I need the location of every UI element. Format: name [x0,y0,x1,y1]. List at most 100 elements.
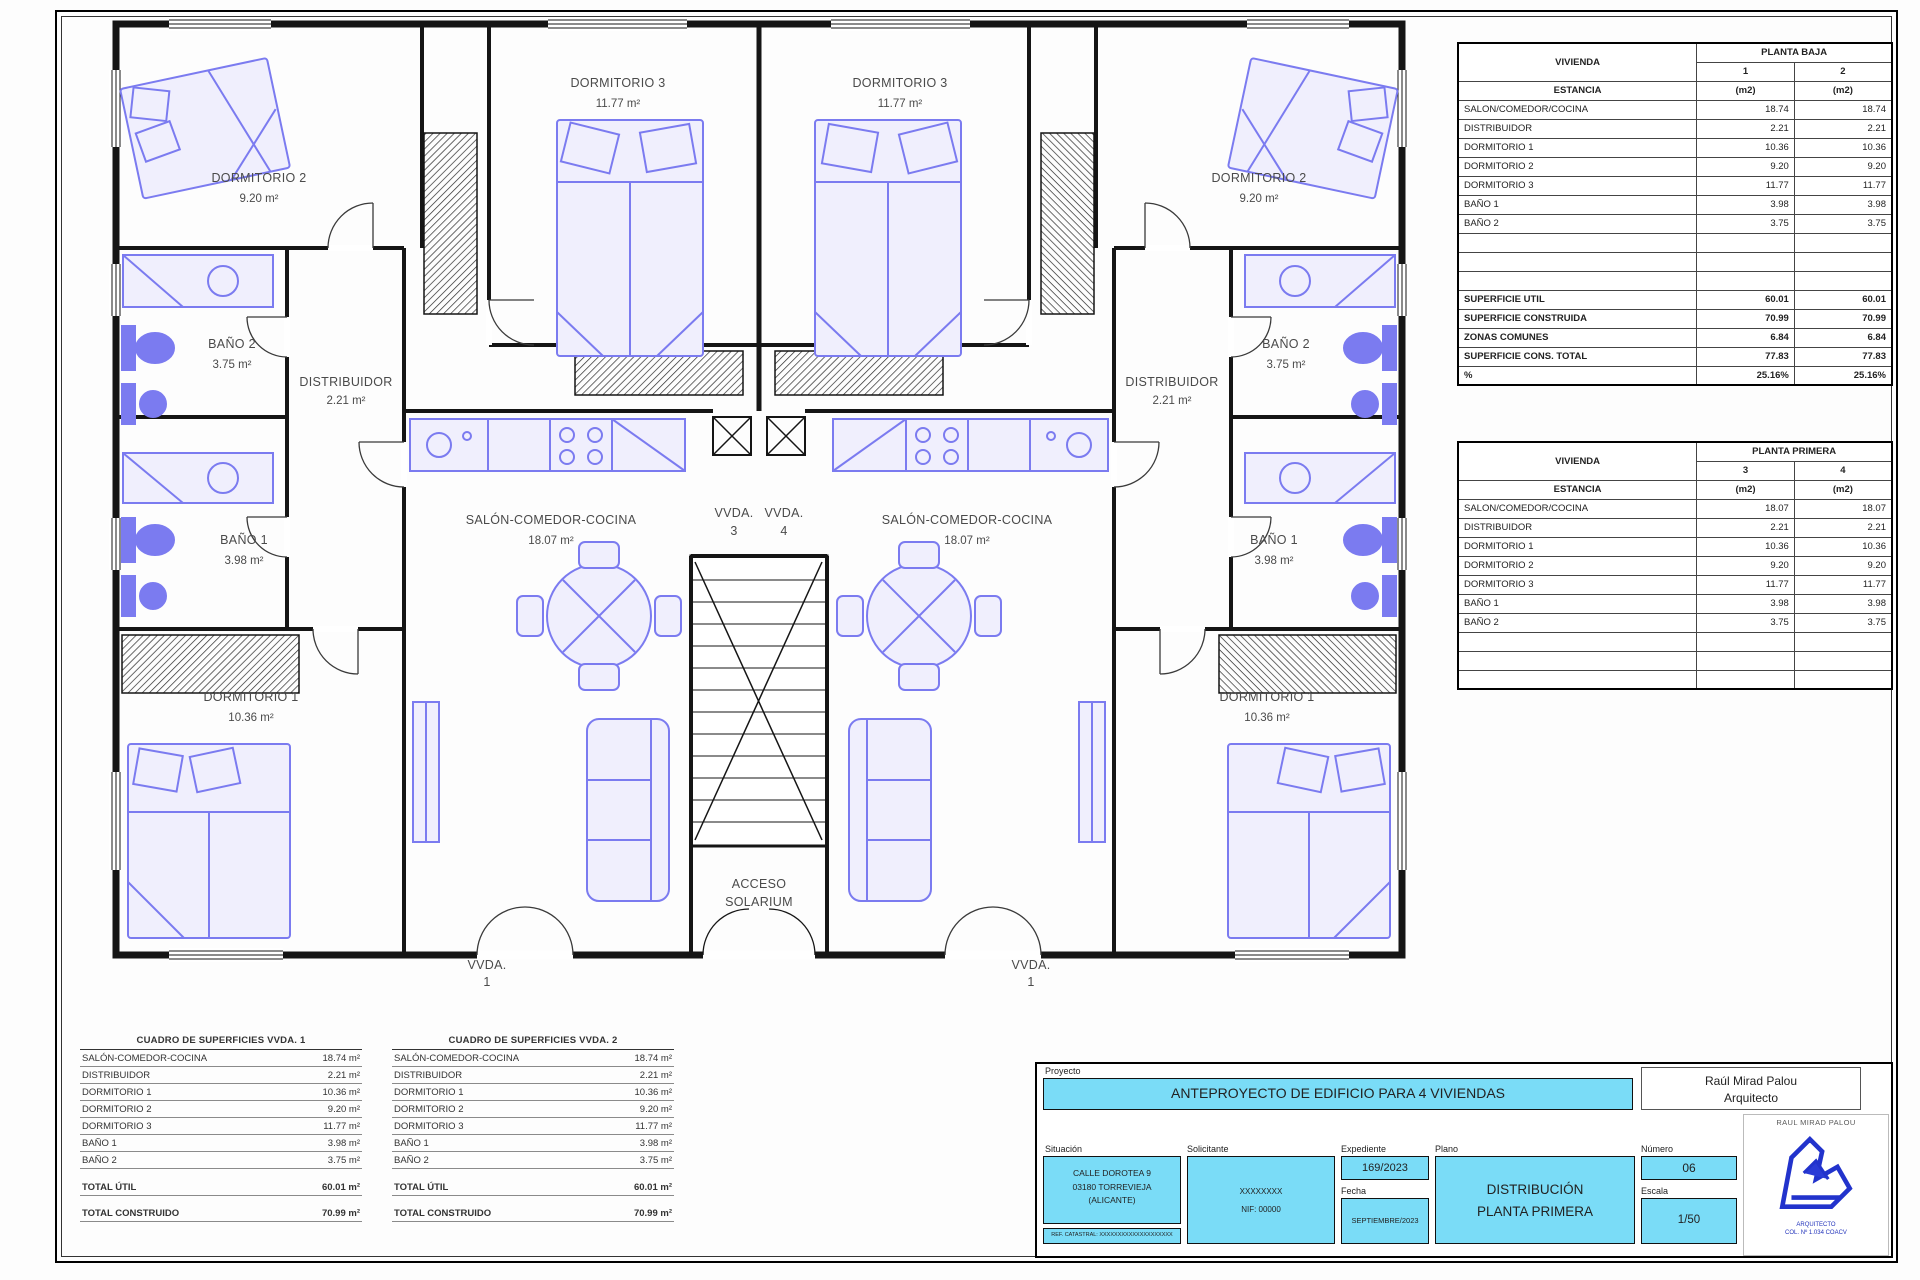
stamp-name: RAUL MIRAD PALOU [1776,1118,1856,1127]
room-cell: DORMITORIO 3 [1457,574,1698,595]
room-label: SALÓN-COMEDOR-COCINA [466,512,637,527]
area-cell: 10.36 [1696,137,1795,158]
room-cell [1457,232,1698,253]
room-label: DORMITORIO 1 [203,690,298,704]
total-value-cell: 25.16% [1696,365,1795,386]
situacion-line: 03180 TORREVIEJA [1072,1181,1152,1192]
room-area: 18.07 m² [944,535,990,547]
situacion-label: Situación [1045,1144,1083,1154]
plano-label: Plano [1435,1144,1459,1154]
area-cell: 11.77 [1793,175,1893,196]
room-area: 3.75 m² [1267,359,1306,371]
table-header-col2: 4 [1793,460,1893,481]
table-header-m2: (m2) [1793,479,1893,500]
table-row: DORMITORIO 2 9.20 9.20 [1457,156,1893,177]
area-cell: 3.98 [1696,593,1795,614]
surface-table-vvda2: CUADRO DE SUPERFICIES VVDA. 2 SALÓN-COME… [392,1033,674,1222]
surface-row: DORMITORIO 3 11.77 m² [80,1118,362,1135]
area-cell: 3.75 [1696,612,1795,633]
table-total-row: SUPERFICIE CONS. TOTAL 77.83 77.83 [1457,346,1893,367]
surface-row-value: 2.21 m² [639,1069,672,1081]
area-cell [1793,232,1893,253]
area-cell: 9.20 [1793,156,1893,177]
total-value-cell: 6.84 [1696,327,1795,348]
ref-catastral-box: REF. CATASTRAL: XXXXXXXXXXXXXXXXXXXX [1043,1228,1181,1244]
room-label: BAÑO 1 [1250,533,1298,547]
surface-row: SALÓN-COMEDOR-COCINA 18.74 m² [80,1050,362,1067]
area-cell [1696,631,1795,652]
area-cell: 18.07 [1696,498,1795,519]
area-cell: 11.77 [1793,574,1893,595]
table-row: DISTRIBUIDOR 2.21 2.21 [1457,517,1893,538]
surface-row-value: 10.36 m² [322,1086,361,1098]
room-area: 10.36 m² [1244,712,1290,724]
table-header-col1: 3 [1696,460,1795,481]
area-cell: 2.21 [1696,517,1795,538]
room-cell [1457,251,1698,272]
room-cell: DORMITORIO 3 [1457,175,1698,196]
surface-total-value: 60.01 m² [321,1181,360,1193]
project-title: ANTEPROYECTO DE EDIFICIO PARA 4 VIVIENDA… [1043,1078,1633,1110]
surface-row-label: BAÑO 1 [82,1137,117,1149]
surface-total-value: 70.99 m² [633,1207,672,1219]
area-cell [1696,270,1795,291]
room-area: 2.21 m² [327,395,366,407]
table-row: BAÑO 1 3.98 3.98 [1457,593,1893,614]
surface-total-row: TOTAL ÚTIL 60.01 m² [80,1179,362,1196]
surface-row-label: BAÑO 2 [394,1154,429,1166]
surface-row-label: DORMITORIO 3 [394,1120,464,1132]
total-value-cell: 6.84 [1793,327,1893,348]
table-row [1457,270,1893,291]
surface-row: DORMITORIO 1 10.36 m² [80,1084,362,1101]
area-cell [1793,669,1893,690]
architect-box: Raúl Mirad Palou Arquitecto [1641,1067,1861,1110]
surface-row: DISTRIBUIDOR 2.21 m² [80,1067,362,1084]
table-row: DORMITORIO 1 10.36 10.36 [1457,536,1893,557]
area-cell [1696,232,1795,253]
table-row: DORMITORIO 1 10.36 10.36 [1457,137,1893,158]
table-row: DISTRIBUIDOR 2.21 2.21 [1457,118,1893,139]
area-cell [1793,270,1893,291]
surface-row-value: 11.77 m² [635,1120,672,1132]
title-block: Proyecto ANTEPROYECTO DE EDIFICIO PARA 4… [1035,1062,1893,1258]
stamp-line: COL. Nº 1.034 COACV [1785,1230,1847,1237]
solicitante-label: Solicitante [1187,1144,1229,1154]
stamp-line: ARQUITECTO [1796,1222,1836,1228]
table-header-m2: (m2) [1793,80,1893,101]
plano-line: DISTRIBUCIÓN [1486,1182,1584,1197]
surface-total-row: TOTAL ÚTIL 60.01 m² [392,1179,674,1196]
area-cell: 3.75 [1793,213,1893,234]
total-label-cell: SUPERFICIE UTIL [1457,289,1698,310]
surface-table-title: CUADRO DE SUPERFICIES VVDA. 2 [392,1033,674,1050]
architect-title: Arquitecto [1723,1090,1779,1105]
escala-label: Escala [1641,1186,1669,1196]
expediente-box: 169/2023 [1341,1156,1429,1180]
room-cell: SALON/COMEDOR/COCINA [1457,498,1698,519]
lattice-band [574,350,744,396]
situacion-line: CALLE DOROTEA 9 [1073,1168,1151,1178]
surface-row-label: DORMITORIO 1 [82,1086,152,1098]
table-row: DORMITORIO 3 11.77 11.77 [1457,175,1893,196]
total-value-cell: 70.99 [1793,308,1893,329]
surface-row-value: 18.74 m² [322,1052,361,1064]
total-value-cell: 60.01 [1793,289,1893,310]
situacion-box: CALLE DOROTEA 9 03180 TORREVIEJA (ALICAN… [1043,1156,1181,1224]
surface-total-label: TOTAL ÚTIL [82,1181,137,1193]
room-cell: DORMITORIO 1 [1457,536,1698,557]
area-cell [1793,650,1893,671]
surface-totals: TOTAL ÚTIL 60.01 m² TOTAL CONSTRUIDO 70.… [392,1179,674,1222]
room-cell: SALON/COMEDOR/COCINA [1457,99,1698,120]
area-cell: 18.74 [1793,99,1893,120]
surface-row-label: DORMITORIO 2 [82,1103,152,1115]
area-cell: 2.21 [1696,118,1795,139]
surface-row: DISTRIBUIDOR 2.21 m² [392,1067,674,1084]
area-table-planta-primera: VIVIENDA PLANTA PRIMERA 3 4 ESTANCIA (m2… [1457,441,1893,690]
sheet-border-outer [55,10,1898,1263]
proyecto-label: Proyecto [1045,1066,1081,1076]
plano-box: DISTRIBUCIÓN PLANTA PRIMERA [1435,1156,1635,1244]
expediente-label: Expediente [1341,1144,1387,1154]
table-row [1457,232,1893,253]
table-total-row: SUPERFICIE CONSTRUIDA 70.99 70.99 [1457,308,1893,329]
room-area: 9.20 m² [1240,193,1279,205]
table-row: SALON/COMEDOR/COCINA 18.07 18.07 [1457,498,1893,519]
